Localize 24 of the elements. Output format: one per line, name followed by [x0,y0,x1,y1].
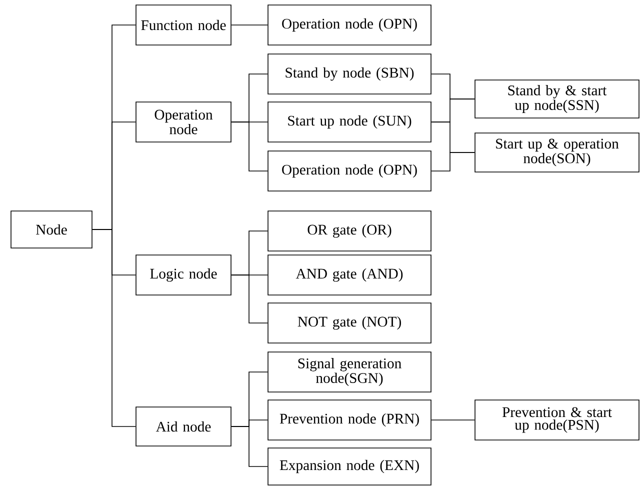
connector-line [231,426,268,467]
connector-line [231,122,268,172]
connector-line [431,152,475,172]
tree-box: OR gate (OR) [268,210,432,252]
tree-box: NOT gate (NOT) [268,302,432,344]
connector-line [231,274,268,324]
tree-box: Node [10,210,92,248]
connector-line [231,24,268,26]
tree-box: Expansion node (EXN) [268,448,432,486]
tree-box: Logic node [136,254,232,296]
tree-box: Start up & operation node(SON) [474,132,640,172]
tree-box: Stand by & start up node(SSN) [474,80,640,118]
tree-box: AND gate (AND) [268,254,432,296]
tree-box: Start up node (SUN) [268,102,432,142]
connector-line [92,229,136,427]
tree-box: Prevention & start up node(PSN) [474,400,640,440]
tree-box: Stand by node (SBN) [268,54,432,94]
tree-box: Operation node (OPN) [268,150,432,192]
tree-box: Aid node [136,406,232,446]
tree-box: Signal generation node(SGN) [268,352,432,392]
tree-box: Prevention node (PRN) [268,400,432,440]
tree-box: Function node [136,4,232,46]
tree-box: Operation node [136,102,232,142]
tree-box: Operation node (OPN) [268,4,432,46]
